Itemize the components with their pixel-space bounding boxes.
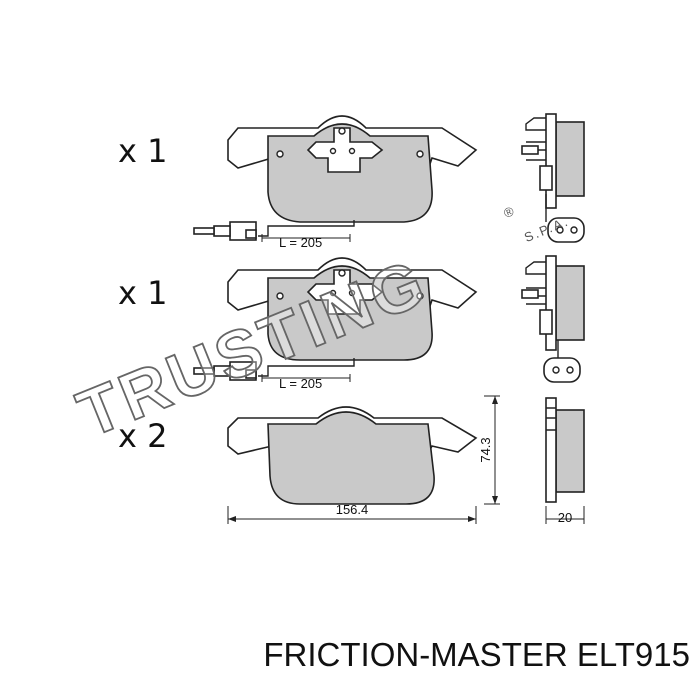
dimension-width [227,506,477,524]
part-number-caption: FRICTION-MASTER ELT915 [263,636,690,673]
wear-sensor-wire-1 [193,220,355,242]
quantity-label-3: x 2 [118,417,167,455]
dimension-thickness [545,506,585,524]
brake-pad-front-view-2 [227,257,478,361]
watermark-registered: ® [501,203,517,221]
quantity-label-1: x 1 [118,132,167,170]
wire-length-label-1: L = 205 [279,235,322,250]
brake-pad-side-view-2 [521,255,585,383]
wear-sensor-wire-2 [193,358,355,382]
width-dimension-label: 156.4 [336,502,369,517]
quantity-label-2: x 1 [118,274,167,312]
dimension-height [484,395,500,505]
brake-pad-side-view-3 [545,397,585,503]
brake-pad-side-view-1 [521,113,585,243]
wire-length-label-2: L = 205 [279,376,322,391]
brake-pad-front-view-1 [227,115,478,223]
thickness-dimension-label: 20 [558,510,572,525]
brake-pad-front-view-3 [227,406,478,505]
height-dimension-label: 74.3 [478,437,493,462]
